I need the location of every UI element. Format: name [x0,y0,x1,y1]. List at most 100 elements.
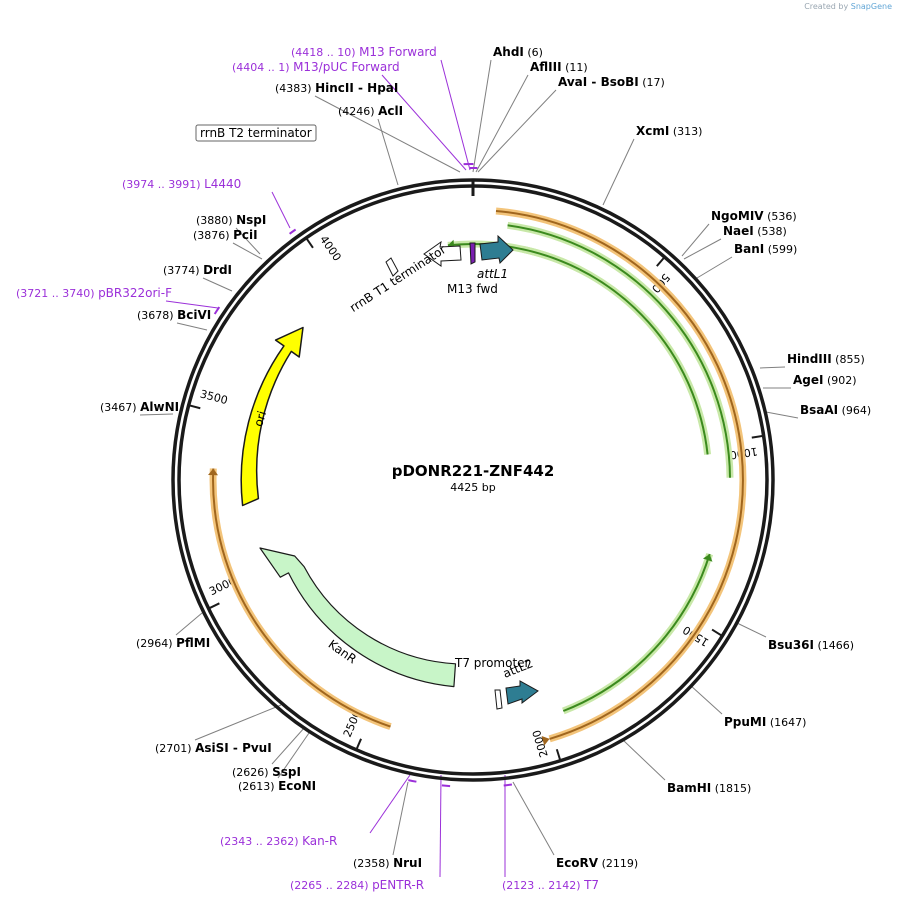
enzyme-site-ngomiv[interactable]: NgoMIV (536) [711,209,797,223]
svg-text:(2358) NruI: (2358) NruI [353,856,422,870]
primer-bind-marker[interactable] [441,784,451,788]
ori-arrow[interactable] [240,326,304,507]
leader-line [277,732,310,779]
rrnB-T2-marker[interactable] [385,257,399,277]
svg-text:(3678) BciVI: (3678) BciVI [137,308,211,322]
orf-arrowhead [208,468,219,476]
primer-bind-marker[interactable] [289,228,297,235]
enzyme-site-pflmi[interactable]: (2964) PflMI [136,636,210,650]
green-arc-lower[interactable] [562,553,711,712]
enzyme-site-bamhi[interactable]: BamHI (1815) [667,781,751,795]
enzyme-site-drdi[interactable]: (3774) DrdI [163,263,232,277]
orf-arrowhead [541,735,550,746]
orf-arc-left[interactable] [212,468,391,728]
enzyme-site-sspi[interactable]: (2626) SspI [232,765,301,779]
primer-l4440[interactable]: (3974 .. 3991) L4440 [122,177,241,191]
primer-bind-marker[interactable] [408,779,417,783]
enzyme-site-hindiii[interactable]: HindIII (855) [787,352,865,366]
leader-line [622,739,666,781]
primer-labels: (4418 .. 10) M13 Forward(4404 .. 1) M13/… [16,45,599,892]
enzyme-site-xcmi[interactable]: XcmI (313) [636,124,702,138]
svg-text:(3974 .. 3991) L4440: (3974 .. 3991) L4440 [122,177,241,191]
enzyme-labels: AhdI (6)AflIII (11)AvaI - BsoBI (17) XcmI… [100,45,871,870]
primer-markers [213,162,513,788]
enzyme-site-ppumi[interactable]: PpuMI (1647) [724,715,806,729]
credit-prefix: Created by [804,2,849,11]
svg-text:(3876) PciI: (3876) PciI [193,228,258,242]
svg-text:(3467) AlwNI: (3467) AlwNI [100,400,179,414]
enzyme-site-econi[interactable]: (2613) EcoNI [238,779,316,793]
svg-text:HindIII (855): HindIII (855) [787,352,865,366]
tick-label: 4000 [317,233,344,263]
enzyme-site-avai[interactable]: AvaI - BsoBI (17) [558,75,665,89]
enzyme-site-bsaai[interactable]: BsaAI (964) [800,403,871,417]
enzyme-site-nrui[interactable]: (2358) NruI [353,856,422,870]
primer-pentr-r[interactable]: (2265 .. 2284) pENTR-R [290,878,424,892]
svg-text:AgeI (902): AgeI (902) [793,373,857,387]
enzyme-site-ecorv[interactable]: EcoRV (2119) [556,856,638,870]
rrnB-T1-arrow[interactable] [423,240,462,267]
m13-fwd-marker[interactable] [469,242,476,265]
primer-m13-puc-forward[interactable]: (4404 .. 1) M13/pUC Forward [232,60,400,74]
primer-bind-marker[interactable] [213,306,221,315]
green-arc-upper[interactable] [507,224,731,478]
primer-t7[interactable]: (2123 .. 2142) T7 [502,878,599,892]
leader-line [736,622,767,638]
svg-text:(4383) HincII - HpaI: (4383) HincII - HpaI [275,81,398,95]
attL2-arrow[interactable] [505,680,539,705]
leader-line [139,413,174,416]
green-arc-mid-glow [522,245,712,455]
enzyme-site-acli[interactable]: (4246) AclI [338,104,403,118]
orf-arc-left-glow [209,468,392,730]
primer-m13-forward[interactable]: (4418 .. 10) M13 Forward [291,45,437,59]
leader-line [314,95,461,173]
rrnB-T2-box [195,124,317,142]
tick-label: 2000 [530,728,551,759]
enzyme-site-afliii[interactable]: AflIII (11) [530,60,588,74]
enzyme-site-bani[interactable]: BanI (599) [734,242,797,256]
rrnB-T2-label: rrnB T2 terminator [200,126,312,140]
primer-leader-line [369,774,411,834]
orf-arc-outer[interactable] [495,210,744,740]
primer-pbr322ori-f[interactable]: (3721 .. 3740) pBR322ori-F [16,286,172,300]
attL1-arrow[interactable] [479,234,514,265]
leader-line [689,684,723,715]
feature-arcs [208,207,747,746]
t7-promoter-marker[interactable] [494,689,503,710]
enzyme-site-hincii[interactable]: (4383) HincII - HpaI [275,81,398,95]
enzyme-site-pcii[interactable]: (3876) PciI [193,228,258,242]
tick-mark [555,748,562,762]
enzyme-site-nspi[interactable]: (3880) NspI [196,213,266,227]
enzyme-site-bcivi[interactable]: (3678) BciVI [137,308,211,322]
svg-text:(2343 .. 2362) Kan-R: (2343 .. 2362) Kan-R [220,834,337,848]
tick-mark [355,738,362,751]
enzyme-site-naei[interactable]: NaeI (538) [723,224,787,238]
kanr-arrow[interactable] [259,547,457,688]
green-arc-mid[interactable] [522,248,709,455]
svg-text:(3880) NspI: (3880) NspI [196,213,266,227]
svg-text:NaeI (538): NaeI (538) [723,224,787,238]
leader-line [475,74,529,173]
enzyme-site-agei[interactable]: AgeI (902) [793,373,857,387]
enzyme-site-asisi[interactable]: (2701) AsiSI - PvuI [155,741,272,755]
svg-text:Bsu36I (1466): Bsu36I (1466) [768,638,854,652]
leader-line [232,242,263,260]
leader-line [512,781,555,856]
enzyme-site-ahdi[interactable]: AhdI (6) [493,45,543,59]
svg-text:(4404 .. 1) M13/pUC Forward: (4404 .. 1) M13/pUC Forward [232,60,400,74]
svg-text:(2701) AsiSI - PvuI: (2701) AsiSI - PvuI [155,741,272,755]
ori-label: ori [251,409,269,428]
leader-lines [139,59,799,878]
leader-line [202,277,233,292]
primer-leader-line [271,191,291,229]
svg-text:(4246) AclI: (4246) AclI [338,104,403,118]
primer-kan-r[interactable]: (2343 .. 2362) Kan-R [220,834,337,848]
tick-mark [305,237,314,249]
primer-leader-line [439,774,442,878]
leader-line [602,138,635,206]
enzyme-site-alwni[interactable]: (3467) AlwNI [100,400,179,414]
primer-bind-marker[interactable] [503,783,513,787]
enzyme-site-bsu36i[interactable]: Bsu36I (1466) [768,638,854,652]
green-arc-top[interactable] [447,242,581,271]
svg-text:AvaI - BsoBI (17): AvaI - BsoBI (17) [558,75,665,89]
